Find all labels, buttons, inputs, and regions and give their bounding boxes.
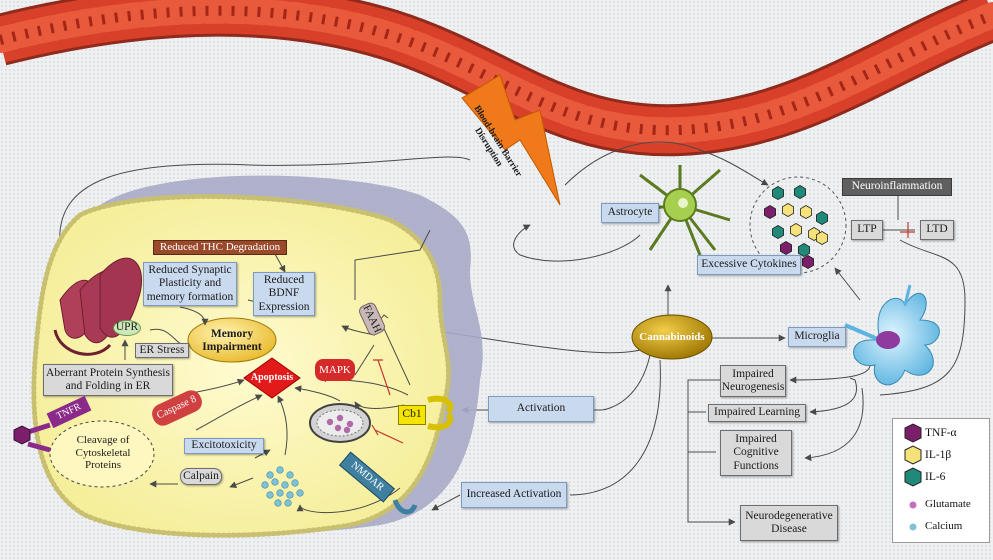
apoptosis-marker <box>243 357 301 399</box>
impaired-learning-label: Impaired Learning <box>708 404 806 422</box>
cytokine-hexagon <box>802 255 814 269</box>
mapk-label: MAPK <box>315 359 355 381</box>
tnfr-receptor-icon <box>13 422 51 453</box>
apoptosis-label: Apoptosis <box>250 372 294 384</box>
cytokine-hexagon <box>816 231 828 245</box>
ltd-label: LTD <box>920 220 954 240</box>
cannabinoids-ellipse <box>631 314 713 360</box>
activation-label: Activation <box>488 396 594 422</box>
blood-vessel <box>0 0 993 157</box>
cytokines-cluster <box>749 176 847 274</box>
legend-calcium: Calcium <box>925 520 963 532</box>
memory-label: Memory Impairment <box>202 327 262 353</box>
cytokine-hexagon <box>794 185 806 199</box>
calpain-label: Calpain <box>180 468 222 485</box>
legend-il6: IL-6 <box>925 471 946 483</box>
astrocyte-label: Astrocyte <box>601 203 659 223</box>
cytokine-hexagon <box>772 186 784 200</box>
nmdar-receptor-icon <box>392 499 418 515</box>
legend-tnf-symbol <box>904 423 922 443</box>
legend-glutamate: Glutamate <box>925 498 971 510</box>
neurodegenerative-label: Neurodegenerative Disease <box>740 505 838 541</box>
neuroinflammation-label: Neuroinflammation <box>842 178 952 196</box>
excessive-cytokines-label: Excessive Cytokines <box>697 255 801 275</box>
er-stress-label: ER Stress <box>135 343 189 358</box>
legend-calcium-symbol <box>909 523 917 531</box>
cannabinoids-label: Cannabinoids <box>639 330 705 343</box>
cb1-label: Cb1 <box>398 405 426 425</box>
reduced-thc-label: Reduced THC Degradation <box>153 240 287 255</box>
legend-il1: IL-1β <box>925 449 952 461</box>
cleavage-label: Cleavage of Cytoskeletal Proteins <box>75 434 131 472</box>
legend-glutamate-symbol <box>909 501 917 509</box>
cytokine-hexagon <box>816 211 828 225</box>
excitotoxicity-label: Excitotoxicity <box>184 438 264 454</box>
legend: TNF-α IL-1β IL-6 Glutamate Calcium <box>892 418 990 543</box>
cb1-receptor-icon <box>427 395 454 431</box>
legend-symbols <box>904 423 922 531</box>
bbb-disruption-bolt-icon <box>461 74 561 206</box>
cytokine-hexagon <box>772 225 784 239</box>
connector-lines <box>56 141 966 526</box>
reduced-bdnf-label: Reduced BDNF Expression <box>253 272 315 316</box>
cytokine-hexagon <box>800 205 812 219</box>
cytokine-hexagon <box>790 223 802 237</box>
upr-label: UPR <box>113 320 141 336</box>
mitochondria-vesicle-icon <box>309 403 371 443</box>
increased-activation-label: Increased Activation <box>461 482 567 508</box>
impaired-neurogenesis-label: Impaired Neurogenesis <box>720 365 786 397</box>
aberrant-label: Aberrant Protein Synthesis and Folding i… <box>43 364 173 396</box>
cytokine-hexagon <box>798 243 810 257</box>
microglia-label: Microglia <box>788 327 846 347</box>
legend-il1-symbol <box>904 445 922 465</box>
cytokine-hexagon <box>764 205 776 219</box>
legend-tnf: TNF-α <box>925 427 957 439</box>
impaired-cognitive-label: Impaired Cognitive Functions <box>720 430 792 476</box>
cytokine-hexagons <box>764 185 828 269</box>
microglia-cell-icon <box>844 284 940 386</box>
endoplasmic-reticulum-icon <box>53 257 143 356</box>
cytokine-hexagon <box>782 203 794 217</box>
calcium-cluster <box>261 466 304 507</box>
cytokine-hexagon <box>780 241 792 255</box>
legend-il6-symbol <box>904 467 922 487</box>
reduced-synaptic-label: Reduced Synaptic Plasticity and memory f… <box>143 262 237 306</box>
cleavage-region <box>49 420 155 488</box>
memory-ellipse <box>187 317 277 363</box>
ltp-label: LTP <box>851 220 883 240</box>
